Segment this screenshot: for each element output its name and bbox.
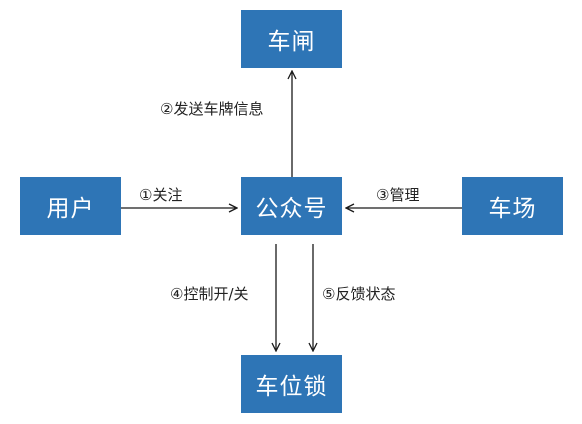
follow-label: ①关注 xyxy=(139,186,183,204)
official-account-node: 公众号 xyxy=(241,177,342,235)
gate-node: 车闸 xyxy=(241,10,342,68)
user-node: 用户 xyxy=(20,177,121,235)
manage-label: ③管理 xyxy=(376,186,420,204)
send-plate-label: ②发送车牌信息 xyxy=(160,100,264,118)
control-label: ④控制开/关 xyxy=(170,285,249,303)
parking-lot-node: 车场 xyxy=(462,177,563,235)
feedback-label: ⑤反馈状态 xyxy=(322,285,396,303)
parking-lock-node: 车位锁 xyxy=(241,355,342,413)
